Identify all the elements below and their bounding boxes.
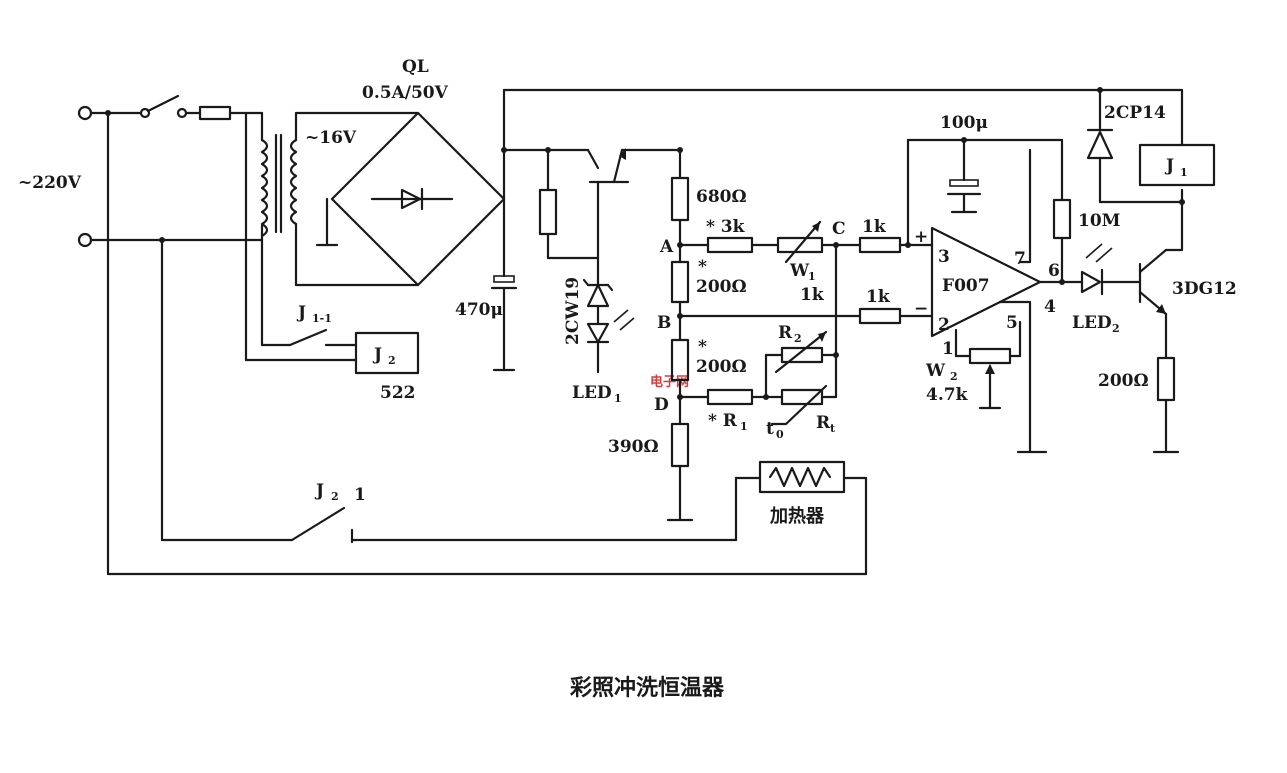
svg-text:1k: 1k (800, 285, 825, 305)
resistor-10m: 10M (1052, 198, 1121, 240)
regulator-transistor (586, 148, 682, 260)
svg-text:R: R (778, 323, 793, 343)
svg-text:LED: LED (1072, 313, 1112, 333)
svg-text:2: 2 (938, 315, 950, 335)
resistor-200-c: 200Ω (1098, 356, 1176, 402)
svg-text:200Ω: 200Ω (696, 357, 747, 377)
resistor-3k: * 3k (706, 217, 754, 254)
ac-input-label: ~220V (18, 173, 82, 193)
svg-text:1: 1 (942, 339, 954, 359)
svg-text:7: 7 (1014, 249, 1026, 269)
resistor-200-a: * 200Ω (670, 257, 747, 304)
relay-j2: J 2 522 (354, 331, 420, 403)
svg-text:1: 1 (808, 270, 816, 283)
rectifier-rating-label: 0.5A/50V (362, 83, 449, 103)
svg-text:F007: F007 (942, 276, 990, 296)
contact-j2-1: J 2 1 (290, 481, 366, 544)
rectifier-label: QL (402, 57, 429, 77)
svg-text:*: * (698, 337, 707, 357)
svg-text:+: + (914, 227, 928, 247)
svg-text:* 3k: * 3k (706, 217, 746, 237)
relay-j1: J 1 (1138, 143, 1216, 187)
svg-text:J: J (314, 481, 324, 501)
svg-text:2: 2 (950, 370, 958, 383)
svg-text:200Ω: 200Ω (696, 277, 747, 297)
svg-text:6: 6 (1048, 261, 1060, 281)
svg-text:0: 0 (776, 428, 784, 441)
svg-text:5: 5 (1006, 313, 1018, 333)
led1: LED 1 (572, 304, 635, 405)
svg-text:4.7k: 4.7k (926, 385, 969, 405)
svg-text:*: * (698, 257, 707, 277)
potentiometer-r2: R 2 (774, 323, 828, 374)
secondary-voltage-label: ~16V (305, 128, 357, 148)
led1-label: LED (572, 383, 612, 403)
resistor-r1: * R 1 (706, 388, 754, 433)
svg-text:10M: 10M (1078, 211, 1121, 231)
transformer: ~16V (260, 128, 357, 238)
heater: 加热器 (758, 460, 846, 527)
svg-text:2: 2 (388, 354, 396, 367)
filter-cap-label: 470μ (455, 300, 503, 320)
power-switch (139, 94, 188, 119)
svg-text:J: J (372, 345, 382, 365)
opamp-f007: F007 + − 3 2 7 6 4 5 1 (914, 226, 1060, 359)
svg-text:加热器: 加热器 (769, 505, 825, 527)
svg-text:t: t (766, 419, 774, 439)
filter-capacitor: 470μ (455, 197, 518, 372)
svg-text:1: 1 (1180, 166, 1188, 179)
svg-text:1: 1 (354, 485, 366, 505)
resistor-680: 680Ω (670, 176, 747, 222)
svg-text:1: 1 (740, 420, 748, 433)
resistor-200-b: * 200Ω (670, 337, 747, 382)
node-a-label: A (659, 237, 674, 257)
zener-label: 2CW19 (563, 277, 583, 345)
cap100-label: 100μ (940, 113, 988, 133)
svg-text:390Ω: 390Ω (608, 437, 659, 457)
svg-text:3: 3 (938, 247, 950, 267)
svg-text:1k: 1k (866, 287, 891, 307)
svg-text:1: 1 (614, 392, 622, 405)
watermark: 电子网 (650, 374, 689, 390)
svg-text:2: 2 (1112, 322, 1120, 335)
svg-text:3DG12: 3DG12 (1172, 279, 1237, 299)
svg-text:* R: * R (708, 411, 738, 431)
svg-text:R: R (816, 413, 831, 433)
resistor-1k-minus: 1k (858, 287, 902, 325)
bridge-rectifier: QL 0.5A/50V (315, 57, 506, 287)
svg-text:2: 2 (794, 332, 802, 345)
transistor-3dg12: 3DG12 (1138, 248, 1237, 316)
svg-text:1k: 1k (862, 217, 887, 237)
contact-j1-1: J 1-1 (260, 303, 358, 347)
thermistor-rt: t 0 R t (766, 384, 836, 441)
node-c-label: C (832, 219, 846, 239)
svg-text:J: J (1164, 156, 1174, 176)
svg-text:2CP14: 2CP14 (1104, 103, 1166, 123)
svg-text:J: J (296, 303, 306, 323)
node-b-label: B (657, 313, 671, 333)
svg-text:200Ω: 200Ω (1098, 371, 1149, 391)
potentiometer-w2: W 2 4.7k (925, 347, 1012, 410)
ac-input-terminals: ~220V (18, 105, 93, 248)
fuse (198, 105, 232, 121)
node-d-label: D (654, 395, 669, 415)
svg-text:2: 2 (331, 490, 339, 503)
diagram-caption: 彩照冲洗恒温器 (569, 675, 725, 701)
svg-text:1-1: 1-1 (312, 312, 332, 325)
svg-text:4: 4 (1044, 297, 1056, 317)
svg-text:680Ω: 680Ω (696, 187, 747, 207)
svg-text:522: 522 (380, 383, 416, 403)
svg-text:t: t (830, 422, 836, 435)
svg-text:W: W (925, 361, 946, 381)
svg-text:W: W (789, 261, 810, 281)
potentiometer-w1: W 1 (776, 220, 824, 283)
svg-text:−: − (914, 299, 928, 319)
zener-diode: 2CW19 (563, 256, 614, 345)
resistor-390: 390Ω (608, 422, 690, 468)
resistor-1k-plus: 1k (858, 217, 902, 254)
capacitor-100u (946, 138, 982, 214)
led2: LED 2 (1072, 243, 1120, 335)
